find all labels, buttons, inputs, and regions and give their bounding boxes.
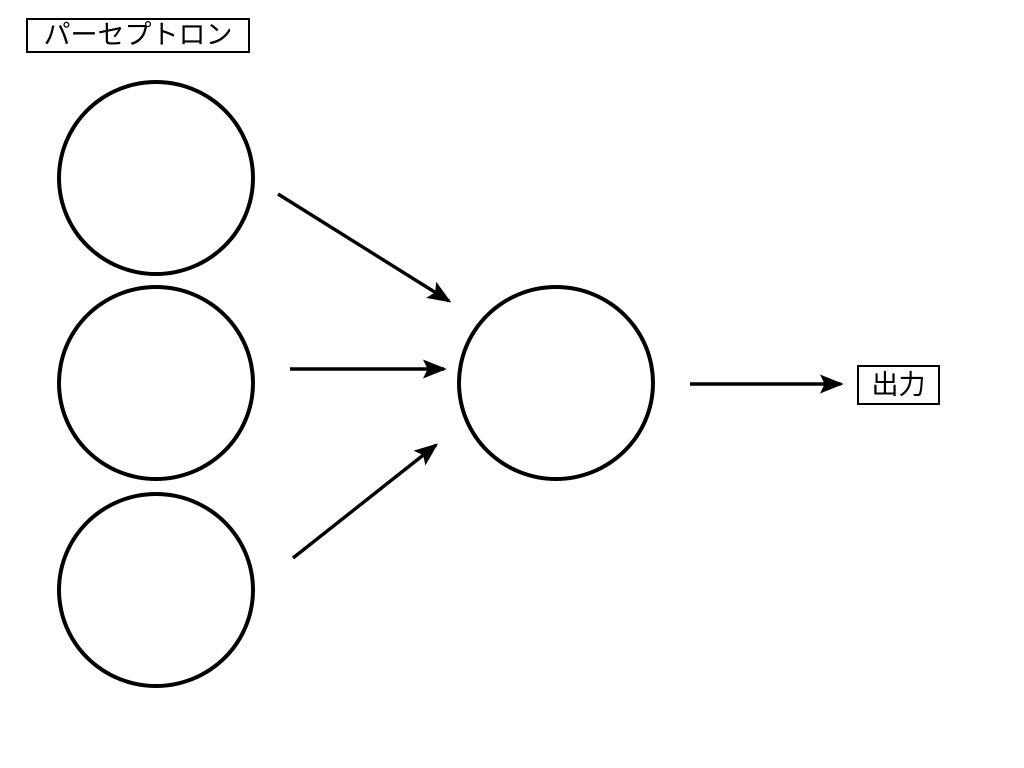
output-label-box: 出力 (857, 365, 940, 405)
input-node-3 (57, 492, 255, 688)
diagram-title-text: パーセプトロン (43, 20, 233, 50)
diagram-title-box: パーセプトロン (26, 18, 250, 53)
input-node-1 (57, 80, 255, 276)
input-node-2 (57, 285, 255, 481)
connection-input-3-to-node (291, 443, 439, 560)
connection-input-1-to-node (277, 192, 452, 303)
output-label-text: 出力 (871, 369, 926, 400)
output-node (457, 285, 655, 481)
